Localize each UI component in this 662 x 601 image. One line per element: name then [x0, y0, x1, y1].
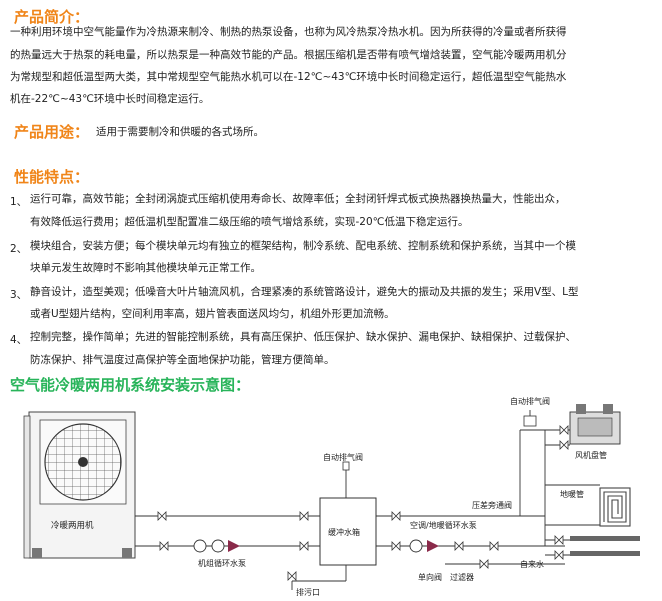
fan-coil-label: 风机盘管: [575, 450, 607, 460]
feature-line: 或者U型翅片结构，空间利用率高，翅片管表面送风均匀，机组外形更加流畅。: [30, 308, 395, 320]
intro-title: 产品简介：: [14, 8, 90, 26]
diagram-title: 空气能冷暖两用机系统安装示意图：: [10, 376, 251, 394]
filter-label: 过滤器: [450, 572, 474, 582]
usage-text: 适用于需要制冷和供暖的各式场所。: [96, 126, 264, 138]
feature-line: 控制完整，操作简单；先进的智能控制系统，具有高压保护、低压保护、缺水保护、漏电保…: [30, 331, 576, 343]
feature-line: 块单元发生故障时不影响其他模块单元正常工作。: [30, 262, 261, 274]
unit-pump: [193, 539, 240, 553]
intro-line: 一种利用环境中空气能量作为冷热源来制冷、制热的热泵设备，也称为风冷热泵冷热水机。…: [10, 26, 567, 38]
tank-label: 缓冲水箱: [328, 527, 360, 537]
feature-number: 4、: [10, 334, 28, 346]
water-label: 自来水: [520, 559, 544, 569]
unit-pump-label: 机组循环水泵: [198, 558, 246, 568]
features-title: 性能特点：: [14, 168, 90, 186]
intro-line: 机在-22℃~43℃环境中长时间稳定运行。: [10, 93, 210, 105]
intro-line: 的热量远大于热泵的耗电量，所以热泵是一种高效节能的产品。根据压缩机是否带有喷气增…: [10, 49, 567, 61]
feature-line: 有效降低运行费用；超低温机型配置准二级压缩的喷气增焓系统，实现-20℃低温下稳定…: [30, 216, 469, 228]
heat-pump-unit: 冷暖两用机: [23, 411, 136, 559]
ac-pump: [409, 539, 439, 553]
vent2-label: 自动排气阀: [510, 396, 550, 406]
feature-line: 模块组合，安装方便；每个模块单元均有独立的框架结构，制冷系统、配电系统、控制系统…: [30, 240, 576, 252]
floor-label: 地暖管: [560, 489, 584, 499]
buffer-tank: 缓冲水箱: [319, 461, 377, 566]
feature-line: 运行可靠，高效节能；全封闭涡旋式压缩机使用寿命长、故障率低；全封闭钎焊式板式换热…: [30, 193, 566, 205]
usage-title: 产品用途：: [14, 123, 90, 141]
intro-line: 为常规型和超低温型两大类，其中常规型空气能热水机可以在-12℃~43℃环境中长时…: [10, 71, 567, 83]
fan-coil: 风机盘管: [523, 404, 621, 460]
bypass-label: 压差旁通阀: [472, 500, 512, 510]
feature-number: 2、: [10, 243, 28, 255]
feature-number: 3、: [10, 289, 28, 301]
check-valve-label: 单向阀: [418, 572, 442, 582]
drain-label: 排污口: [296, 587, 320, 597]
vent1-label: 自动排气阀: [323, 452, 363, 462]
feature-line: 防冻保护、排气温度过高保护等全面地保护功能，管理方便简单。: [30, 354, 335, 366]
feature-number: 1、: [10, 196, 28, 208]
ac-pump-label: 空调/地暖循环水泵: [410, 520, 477, 530]
feature-line: 静音设计，造型美观；低噪音大叶片轴流风机，合理紧凑的系统管路设计，避免大的振动及…: [30, 286, 579, 298]
installation-diagram: 冷暖两用机: [23, 396, 640, 597]
floor-heating: 地暖管: [560, 487, 631, 527]
unit-label: 冷暖两用机: [51, 520, 94, 531]
